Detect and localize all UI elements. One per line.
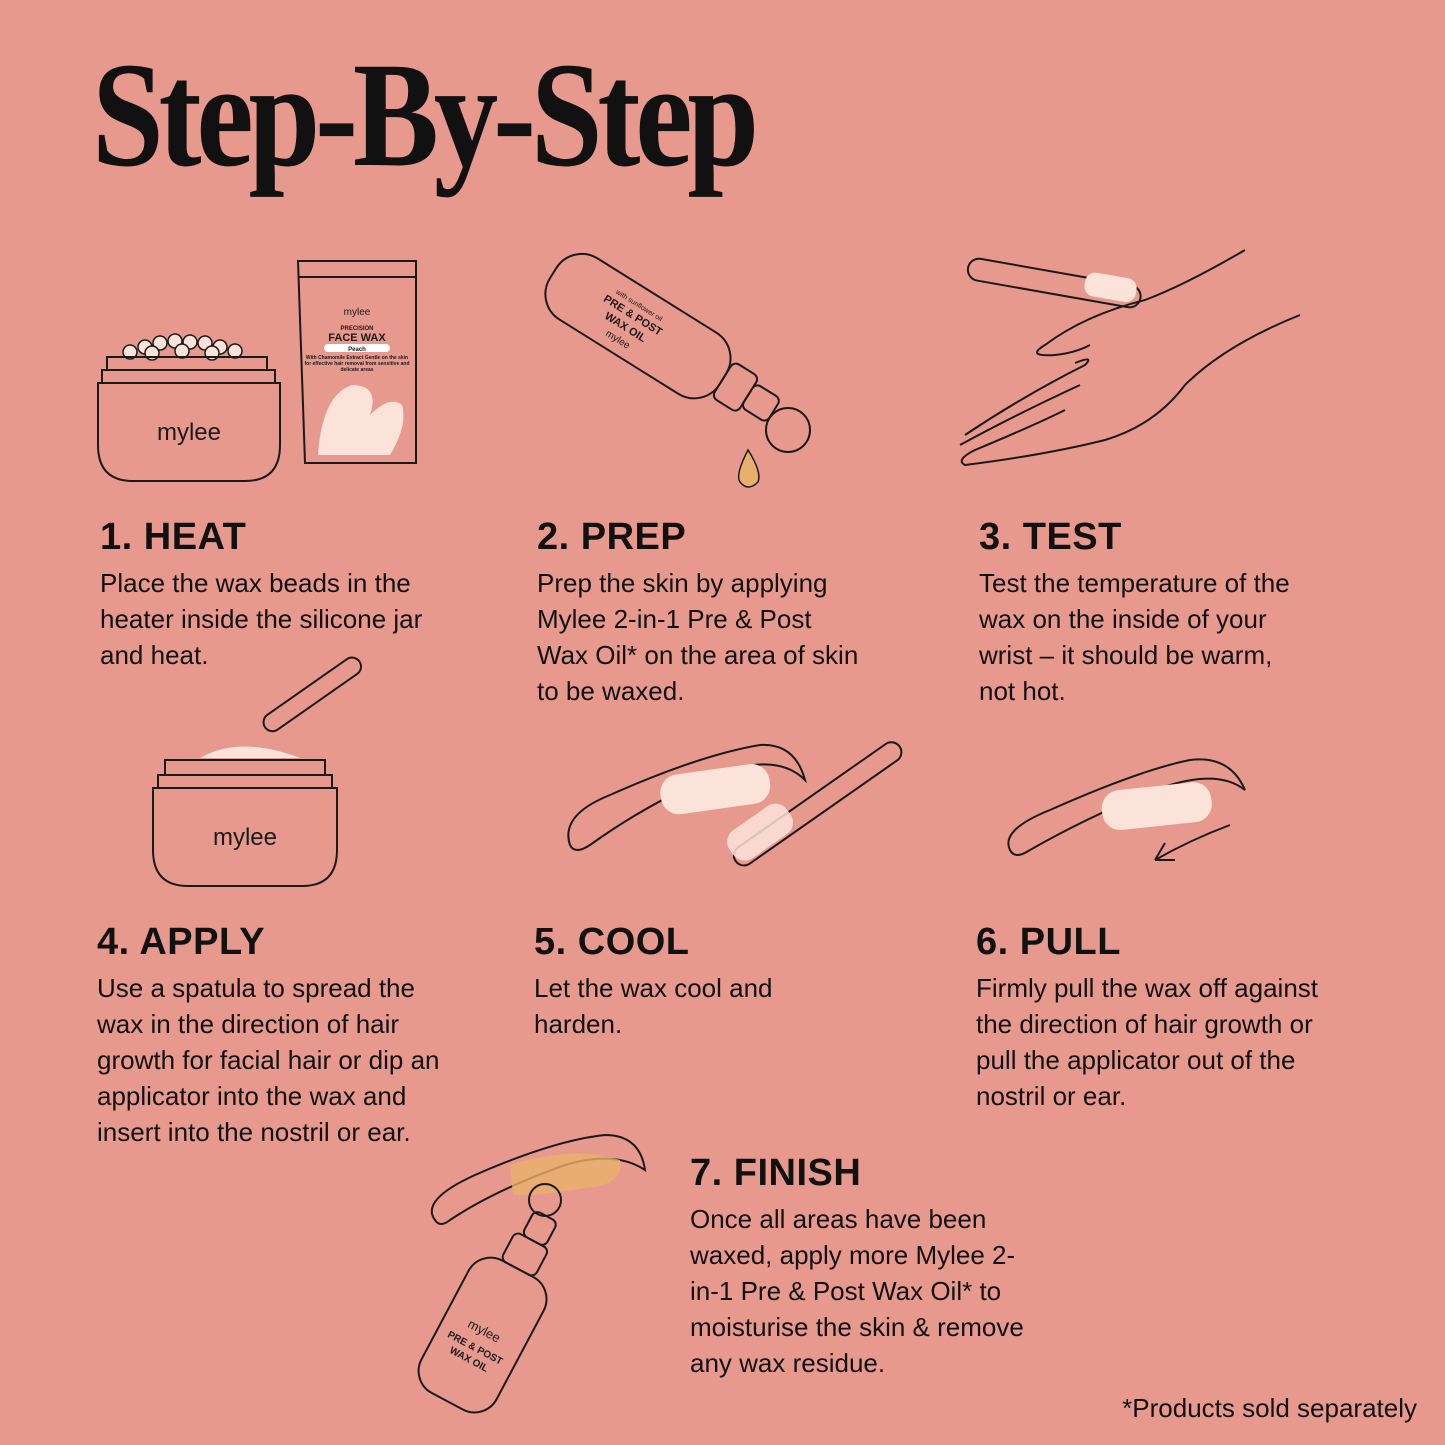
jar-logo-2: mylee [213, 824, 277, 851]
brow-cool-illustration [567, 741, 903, 867]
page-title: Step-By-Step [92, 32, 759, 198]
footnote: *Products sold separately [1122, 1393, 1417, 1423]
wax-jar-and-pouch-illustration: mylee mylee PRECISION FACE WAX Peach Wit… [97, 260, 417, 482]
step-heading: 5. COOL [534, 921, 690, 963]
finish-oil-illustration: mylee PRE & POST WAX OIL [417, 1133, 647, 1414]
step-finish: 7. FINISH Once all areas have been waxed… [690, 1153, 1030, 1381]
step-heading: 2. PREP [537, 516, 687, 558]
wrist-test-illustration [959, 249, 1301, 467]
step-heat: 1. HEAT Place the wax beads in the heate… [100, 517, 470, 673]
jar-logo: mylee [157, 419, 221, 446]
step-text: Let the wax cool and harden. [534, 973, 773, 1039]
pouch-description: With Chamomile Extract Gentle on the ski… [304, 355, 410, 373]
step-heading: 3. TEST [979, 516, 1122, 558]
step-cool: 5. COOL Let the wax cool and harden. [534, 922, 774, 1042]
step-prep: 2. PREP Prep the skin by applying Mylee … [537, 517, 867, 709]
step-text: Place the wax beads in the heater inside… [100, 568, 423, 670]
brow-pull-illustration [1007, 758, 1246, 861]
step-text: Prep the skin by applying Mylee 2-in-1 P… [537, 568, 859, 706]
step-text: Test the temperature of the wax on the i… [979, 568, 1290, 706]
wax-oil-bottle-illustration: with sunflower oil PRE & POST WAX OIL my… [544, 252, 811, 488]
step-text: Firmly pull the wax off against the dire… [976, 973, 1318, 1111]
step-heading: 4. APPLY [97, 921, 266, 963]
step-text: Use a spatula to spread the wax in the d… [97, 973, 440, 1147]
pouch-logo: mylee [344, 307, 371, 318]
pouch-variant: Peach [348, 347, 366, 353]
pouch-label-line2: FACE WAX [328, 332, 386, 344]
pouch-label-line1: PRECISION [340, 326, 373, 332]
wax-jar-spatula-illustration: mylee [152, 656, 362, 887]
step-apply: 4. APPLY Use a spatula to spread the wax… [97, 922, 457, 1150]
step-test: 3. TEST Test the temperature of the wax … [979, 517, 1299, 709]
step-pull: 6. PULL Firmly pull the wax off against … [976, 922, 1356, 1114]
step-heading: 1. HEAT [100, 516, 247, 558]
step-heading: 7. FINISH [690, 1152, 862, 1194]
step-text: Once all areas have been waxed, apply mo… [690, 1204, 1024, 1378]
step-heading: 6. PULL [976, 921, 1121, 963]
